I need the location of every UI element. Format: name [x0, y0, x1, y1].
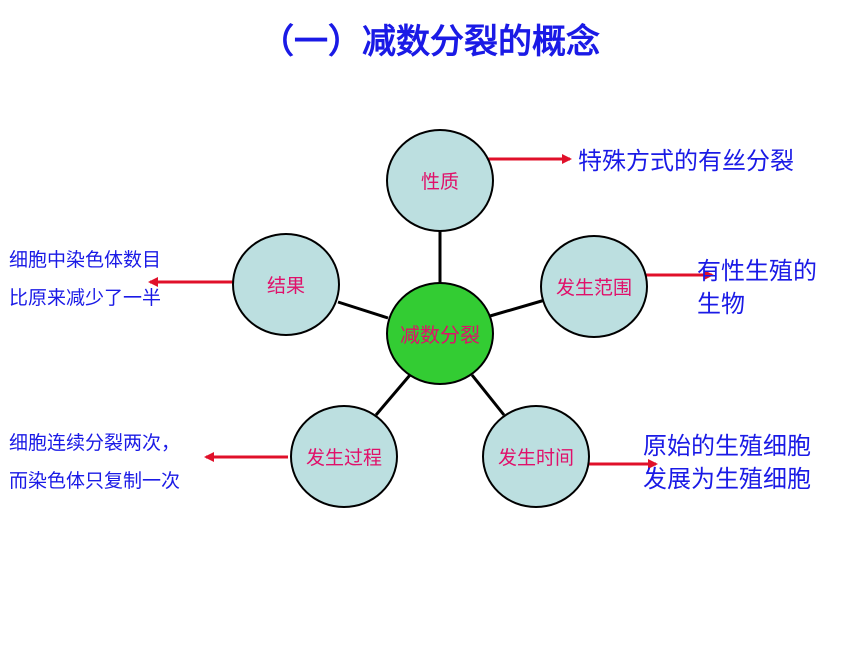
note-scope-line-1: 有性生殖的	[697, 257, 817, 285]
node-result-label: 结果	[266, 275, 305, 297]
node-process-label: 发生过程	[305, 447, 382, 469]
note-time-line-2: 发展为生殖细胞	[643, 465, 811, 493]
note-time-line-1: 原始的生殖细胞	[643, 432, 811, 460]
note-scope: 有性生殖的 生物	[697, 255, 817, 321]
node-scope-label: 发生范围	[555, 277, 632, 299]
note-nature: 特殊方式的有丝分裂	[578, 145, 794, 178]
node-scope: 发生范围	[540, 235, 648, 338]
node-center-label: 减数分裂	[400, 323, 480, 347]
note-time: 原始的生殖细胞 发展为生殖细胞	[643, 430, 811, 496]
note-result-line-1: 细胞中染色体数目	[9, 249, 162, 271]
note-result: 细胞中染色体数目 比原来减少了一半	[9, 241, 161, 317]
connector-process	[374, 374, 412, 416]
node-process: 发生过程	[290, 405, 398, 508]
node-nature-label: 性质	[420, 171, 459, 193]
node-result: 结果	[232, 233, 340, 336]
node-time: 发生时间	[482, 405, 590, 508]
note-process-line-2: 而染色体只复制一次	[9, 470, 181, 492]
node-center: 减数分裂	[386, 282, 494, 385]
node-nature: 性质	[386, 129, 494, 232]
connector-time	[470, 374, 506, 416]
note-result-line-2: 比原来减少了一半	[9, 287, 162, 309]
connector-result	[337, 300, 389, 320]
connector-scope	[489, 298, 546, 318]
node-time-label: 发生时间	[497, 447, 574, 469]
note-nature-text: 特殊方式的有丝分裂	[578, 147, 794, 175]
note-scope-line-2: 生物	[697, 290, 745, 318]
page-title: （一）减数分裂的概念	[260, 22, 600, 62]
note-process: 细胞连续分裂两次， 而染色体只复制一次	[9, 424, 180, 500]
note-process-line-1: 细胞连续分裂两次，	[9, 432, 181, 454]
